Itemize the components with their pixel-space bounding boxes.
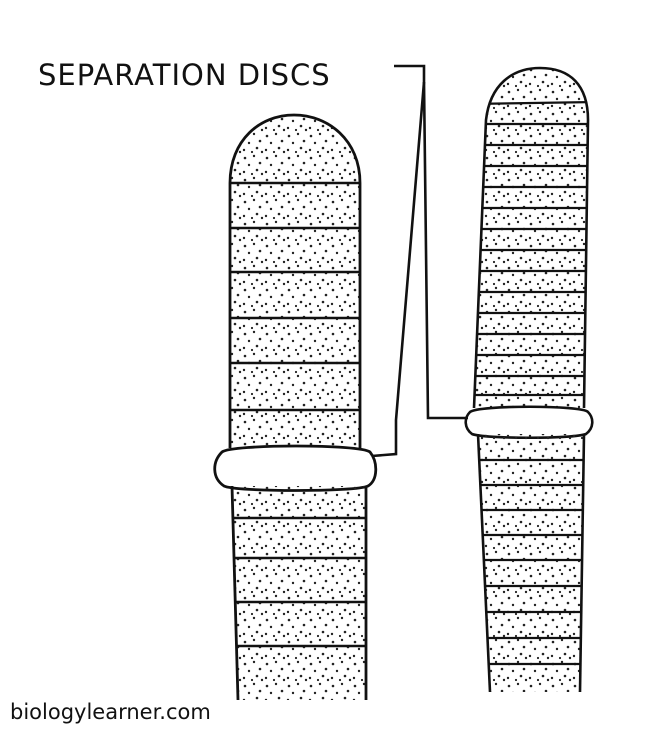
- right-filament-lower: [476, 433, 586, 693]
- leader-lines: [371, 64, 468, 458]
- separation-discs-label: SEPARATION DISCS: [38, 58, 331, 92]
- leader-line-right: [422, 81, 468, 420]
- left-filament-lower: [230, 485, 368, 701]
- left-separation-disc: [213, 444, 378, 492]
- left-filament-upper: [228, 113, 362, 448]
- right-filament-upper: [472, 66, 590, 409]
- watermark-text: biologylearner.com: [10, 700, 211, 724]
- right-separation-disc: [464, 405, 594, 440]
- leader-line-left: [371, 64, 426, 458]
